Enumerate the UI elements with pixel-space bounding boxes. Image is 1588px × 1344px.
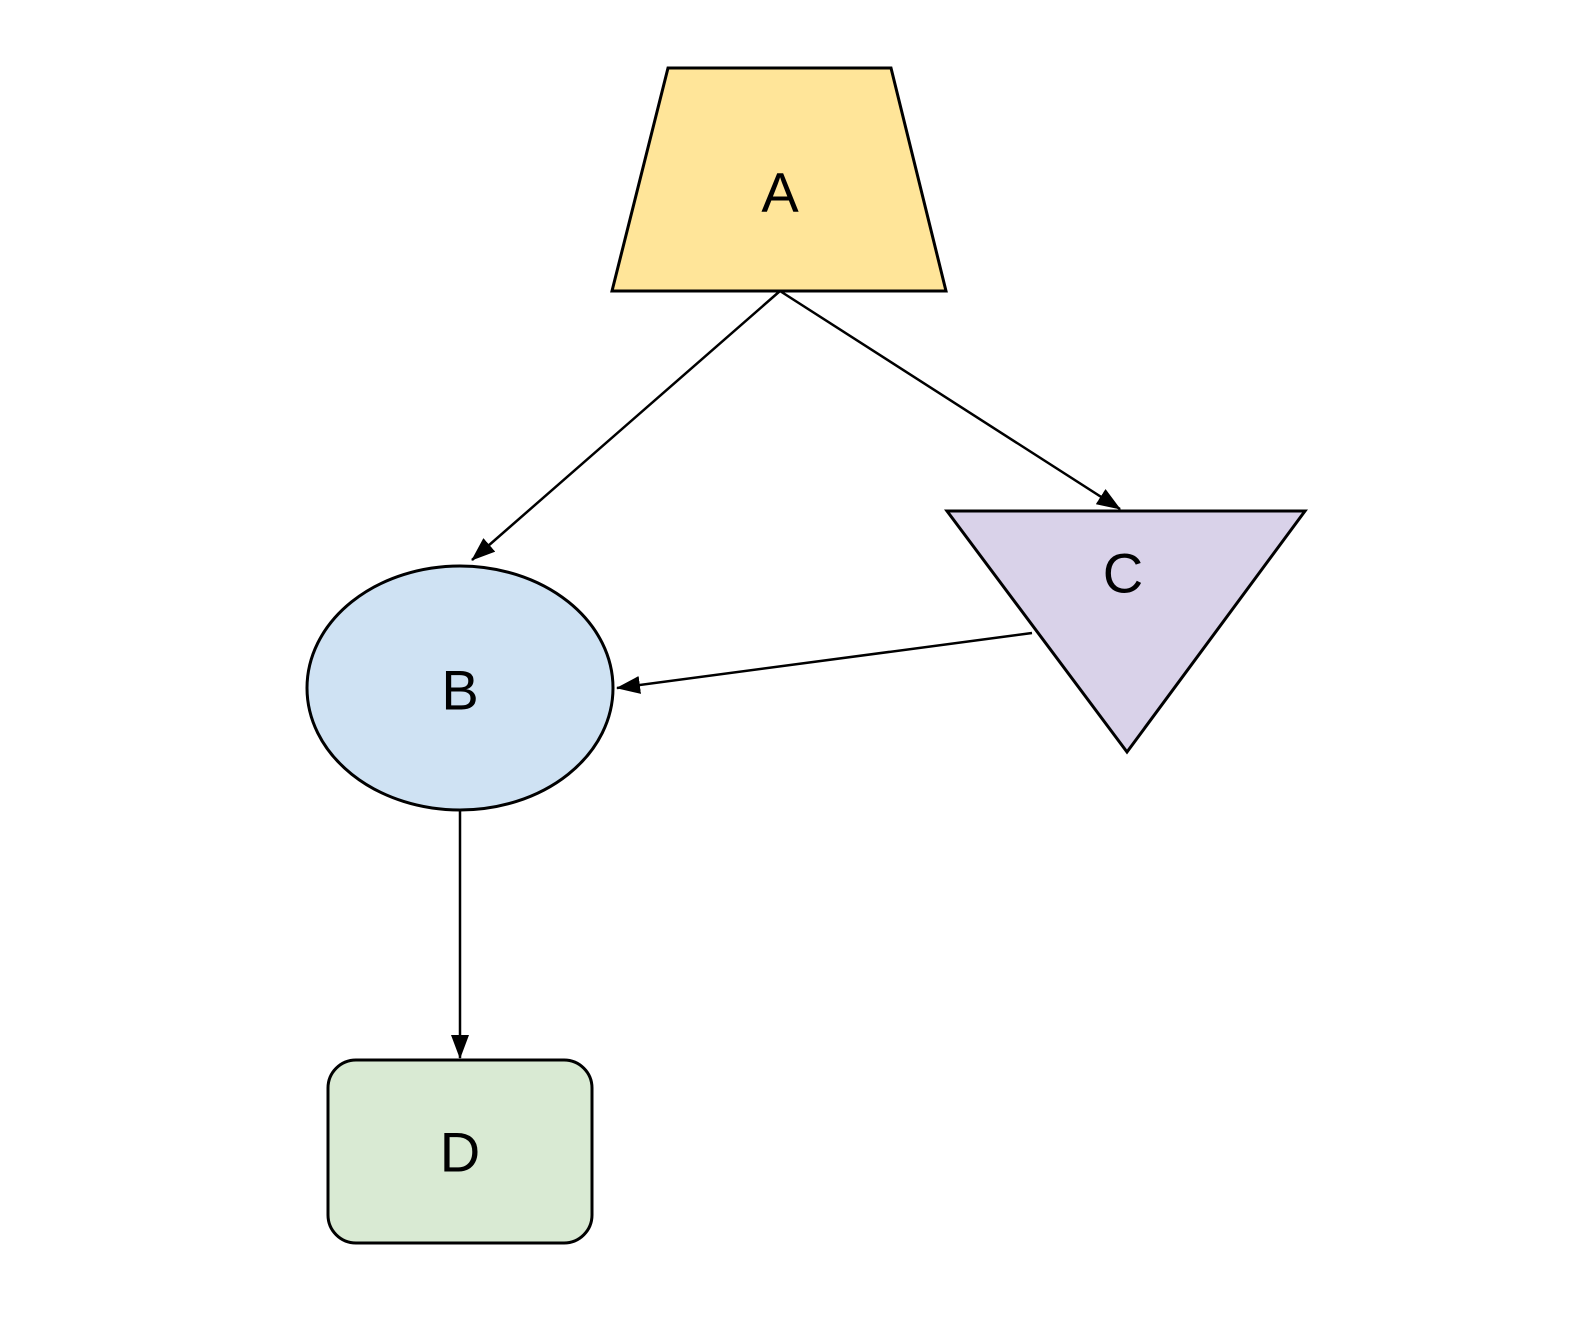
node-label-A: A bbox=[761, 161, 799, 224]
edge-A-to-C bbox=[779, 289, 1121, 511]
node-B-ellipse bbox=[305, 564, 615, 812]
node-A-trapezoid bbox=[610, 66, 948, 293]
edges-layer bbox=[451, 289, 1121, 1059]
node-C-triangle-down bbox=[944, 509, 1308, 755]
node-label-C: C bbox=[1103, 542, 1143, 605]
nodes-layer: A B C D bbox=[305, 66, 1308, 1245]
node-label-D: D bbox=[440, 1121, 480, 1184]
edge-A-to-B bbox=[471, 290, 781, 561]
node-label-B: B bbox=[441, 659, 478, 722]
node-D-rounded-rect bbox=[326, 1058, 594, 1245]
edge-C-to-B bbox=[616, 631, 1033, 694]
